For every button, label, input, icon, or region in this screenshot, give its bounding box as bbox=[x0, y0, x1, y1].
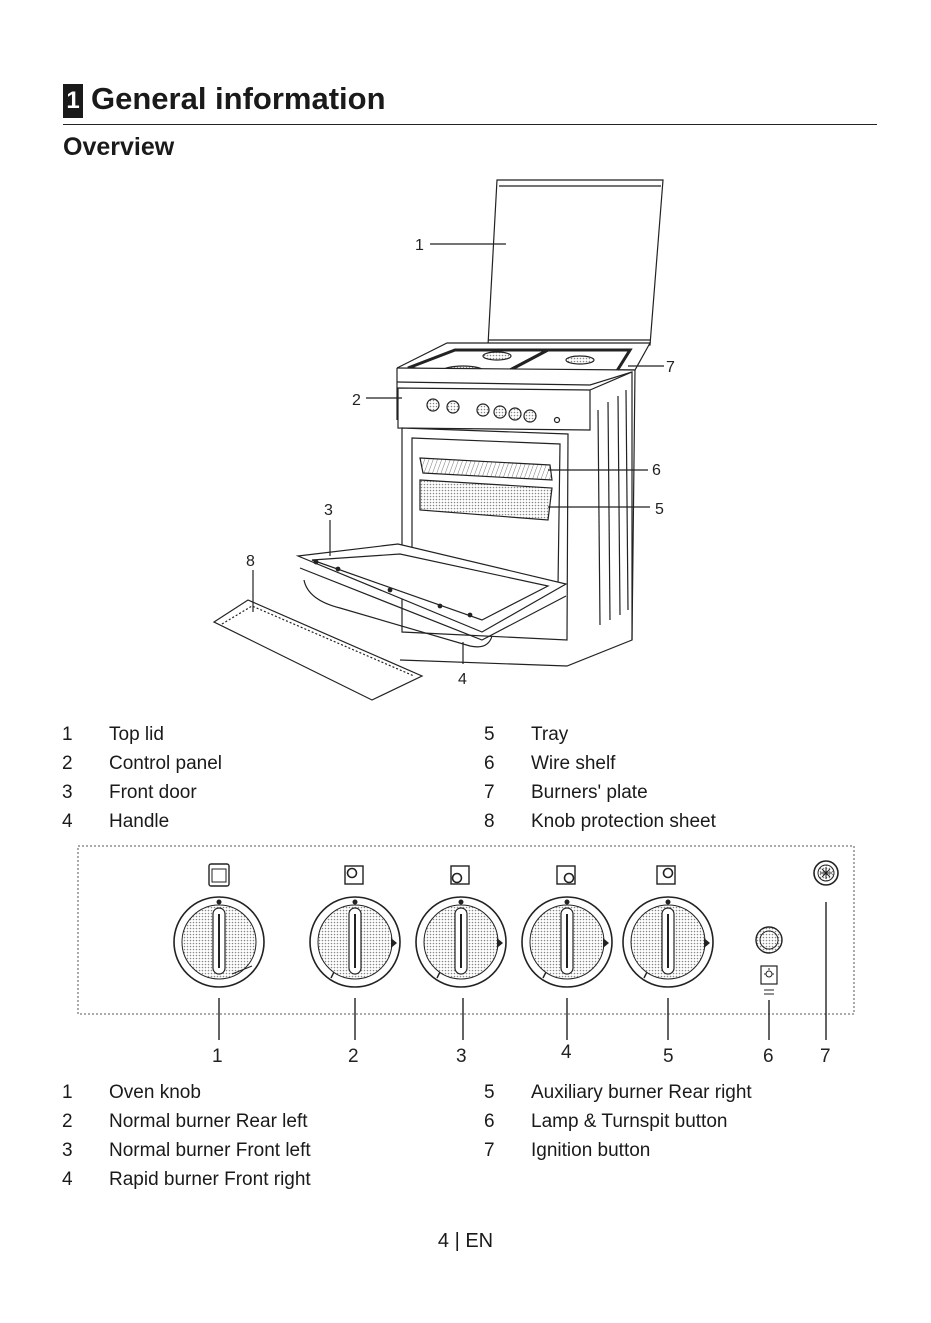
oven-symbol-icon bbox=[208, 863, 230, 887]
legend-item: 6 Wire shelf bbox=[484, 749, 884, 778]
legend-label: Lamp & Turnspit button bbox=[531, 1111, 728, 1132]
legend-item: 3 Normal burner Front left bbox=[62, 1136, 442, 1165]
legend-label: Top lid bbox=[109, 724, 164, 745]
overview-callout-8: 8 bbox=[246, 553, 255, 570]
legend-label: Handle bbox=[109, 811, 170, 832]
overview-callout-4: 4 bbox=[458, 671, 467, 688]
control-callout-7: 7 bbox=[820, 1046, 831, 1067]
legend-number: 6 bbox=[484, 753, 495, 774]
overview-leader-lines bbox=[252, 243, 664, 664]
legend-label: Ignition button bbox=[531, 1140, 651, 1161]
control-callout-2: 2 bbox=[348, 1046, 359, 1067]
legend-number: 2 bbox=[62, 753, 73, 774]
burner-rear-right-icon bbox=[656, 865, 676, 885]
legend-number: 7 bbox=[484, 782, 495, 803]
legend-number: 3 bbox=[62, 1140, 73, 1161]
overview-callout-2: 2 bbox=[352, 392, 361, 409]
legend-number: 4 bbox=[62, 1169, 73, 1190]
legend-label: Front door bbox=[109, 782, 197, 803]
legend-item: 8 Knob protection sheet bbox=[484, 807, 884, 836]
ignition-button bbox=[813, 860, 839, 886]
legend-item: 2 Normal burner Rear left bbox=[62, 1107, 442, 1136]
control-panel-outline bbox=[77, 845, 855, 1015]
legend-item: 5 Auxiliary burner Rear right bbox=[484, 1078, 884, 1107]
burner-knob-front-right bbox=[521, 865, 613, 988]
control-callout-5: 5 bbox=[663, 1046, 674, 1067]
legend-item: 2 Control panel bbox=[62, 749, 442, 778]
legend-number: 1 bbox=[62, 724, 73, 745]
control-callout-1: 1 bbox=[212, 1046, 223, 1067]
legend-label: Normal burner Rear left bbox=[109, 1111, 308, 1132]
overview-callout-6: 6 bbox=[652, 462, 661, 479]
control-legend-left: 1 Oven knob 2 Normal burner Rear left 3 Nor… bbox=[62, 1078, 442, 1194]
legend-number: 1 bbox=[62, 1082, 73, 1103]
legend-label: Wire shelf bbox=[531, 753, 616, 774]
overview-callout-3: 3 bbox=[324, 502, 333, 519]
burner-front-right-icon bbox=[556, 865, 576, 885]
legend-item: 4 Handle bbox=[62, 807, 442, 836]
legend-label: Knob protection sheet bbox=[531, 811, 716, 832]
legend-item: 7 Burners' plate bbox=[484, 778, 884, 807]
legend-item: 1 Oven knob bbox=[62, 1078, 442, 1107]
legend-number: 5 bbox=[484, 1082, 495, 1103]
oven-overview-illustration: 1 2 3 4 5 6 7 8 bbox=[212, 179, 675, 701]
burner-knob-rear-left bbox=[309, 865, 401, 988]
burner-knob-rear-right bbox=[622, 865, 714, 988]
control-callout-4: 4 bbox=[561, 1042, 572, 1063]
legend-label: Auxiliary burner Rear right bbox=[531, 1082, 752, 1103]
overview-callout-5: 5 bbox=[655, 501, 664, 518]
legend-label: Control panel bbox=[109, 753, 223, 774]
section-number-badge: 1 bbox=[63, 84, 83, 118]
legend-label: Oven knob bbox=[109, 1082, 201, 1103]
section-header: 1 General information bbox=[63, 80, 877, 125]
legend-number: 5 bbox=[484, 724, 495, 745]
legend-item: 3 Front door bbox=[62, 778, 442, 807]
legend-item: 5 Tray bbox=[484, 720, 884, 749]
legend-item: 1 Top lid bbox=[62, 720, 442, 749]
lamp-turnspit-button bbox=[755, 926, 783, 995]
overview-callout-7: 7 bbox=[666, 359, 675, 376]
legend-number: 2 bbox=[62, 1111, 73, 1132]
legend-label: Normal burner Front left bbox=[109, 1140, 311, 1161]
legend-label: Burners' plate bbox=[531, 782, 648, 803]
legend-number: 6 bbox=[484, 1111, 495, 1132]
overview-legend-left: 1 Top lid 2 Control panel 3 Front door 4 Han… bbox=[62, 720, 442, 836]
legend-item: 6 Lamp & Turnspit button bbox=[484, 1107, 884, 1136]
legend-number: 3 bbox=[62, 782, 73, 803]
control-leader-lines bbox=[218, 902, 827, 1040]
overview-legend-right: 5 Tray 6 Wire shelf 7 Burners' plate 8 Knob … bbox=[484, 720, 884, 836]
subsection-title: Overview bbox=[63, 133, 175, 161]
legend-item: 7 Ignition button bbox=[484, 1136, 884, 1165]
legend-number: 7 bbox=[484, 1140, 495, 1161]
oven-knob bbox=[173, 863, 265, 988]
burner-knob-front-left bbox=[415, 865, 507, 988]
page-footer: 4 | EN bbox=[437, 1230, 494, 1252]
control-callout-3: 3 bbox=[456, 1046, 467, 1067]
legend-number: 8 bbox=[484, 811, 495, 832]
turnspit-icon bbox=[764, 989, 774, 995]
spark-icon bbox=[820, 867, 832, 879]
legend-label: Rapid burner Front right bbox=[109, 1169, 311, 1190]
legend-number: 4 bbox=[62, 811, 73, 832]
overview-callout-1: 1 bbox=[415, 237, 424, 254]
burner-rear-left-icon bbox=[344, 865, 364, 885]
legend-label: Tray bbox=[531, 724, 569, 745]
lamp-icon bbox=[760, 965, 778, 985]
legend-item: 4 Rapid burner Front right bbox=[62, 1165, 442, 1194]
control-legend-right: 5 Auxiliary burner Rear right 6 Lamp & Tur… bbox=[484, 1078, 884, 1165]
section-title: General information bbox=[91, 81, 386, 116]
control-callout-6: 6 bbox=[763, 1046, 774, 1067]
oven-drawing bbox=[212, 179, 664, 701]
burner-front-left-icon bbox=[450, 865, 470, 885]
